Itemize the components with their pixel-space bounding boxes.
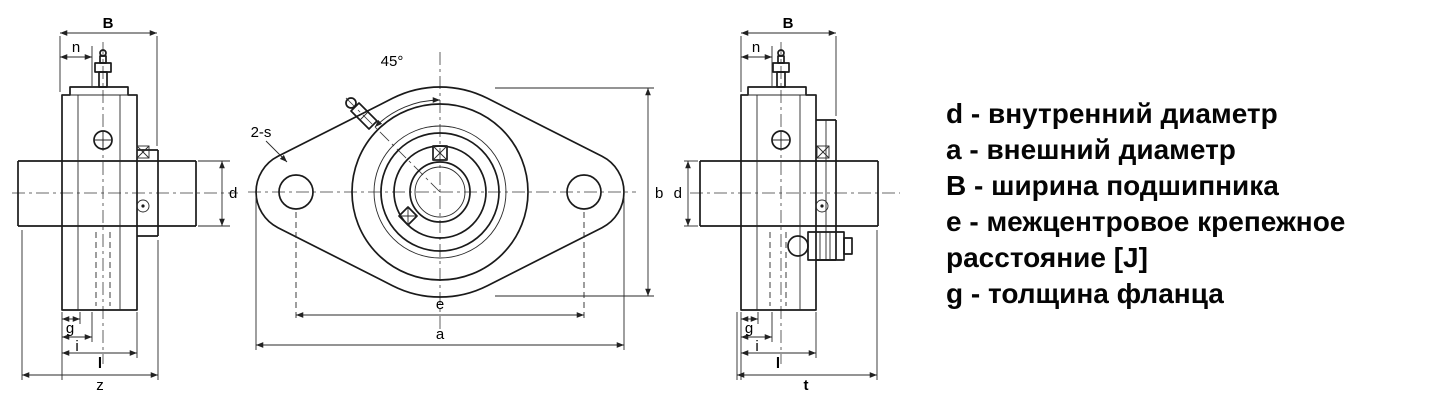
legend-line-e-cont: расстояние [J]	[946, 242, 1148, 273]
dim-label-d-right: d	[674, 185, 682, 202]
front-grease-fitting-icon	[345, 97, 378, 130]
left-grease-fitting-icon	[94, 49, 112, 88]
legend-line-g: g - толщина фланца	[946, 278, 1224, 309]
right-side-view: B n d g i l t	[674, 15, 900, 394]
left-bearing-details	[93, 130, 150, 213]
front-extension-lines	[255, 87, 654, 350]
left-housing	[61, 86, 159, 311]
right-housing	[740, 86, 837, 311]
legend-line-d: d - внутренний диаметр	[946, 98, 1278, 129]
dim-label-t-right: t	[804, 377, 809, 394]
dim-label-i-left: i	[75, 338, 78, 355]
legend: d - внутренний диаметр a - внешний диаме…	[946, 96, 1345, 312]
right-dimension-lines	[685, 30, 877, 378]
front-angle-arc	[374, 97, 441, 128]
dim-label-B-left: B	[103, 15, 114, 32]
dim-label-e: e	[436, 296, 444, 313]
dim-label-a: a	[436, 326, 445, 343]
dim-label-n-left: n	[72, 39, 80, 56]
legend-line-B: B - ширина подшипника	[946, 170, 1279, 201]
dim-label-d-left: d	[229, 185, 237, 202]
right-extension-lines	[684, 36, 878, 380]
dim-label-g-left: g	[66, 320, 74, 337]
front-set-screw-marks	[398, 145, 448, 226]
right-grease-fitting-icon	[772, 49, 790, 88]
dim-label-n-right: n	[752, 39, 760, 56]
left-extension-lines	[21, 36, 230, 380]
legend-line-e: e - межцентровое крепежное	[946, 206, 1346, 237]
legend-line-a: a - внешний диаметр	[946, 134, 1236, 165]
dim-label-z-left: z	[96, 377, 104, 394]
front-bolt-holes	[278, 174, 602, 210]
holes-label: 2-s	[251, 124, 272, 141]
dim-label-B-right: B	[783, 15, 794, 32]
front-view: 45° 2-s b e a	[248, 52, 663, 350]
dim-label-g-right: g	[745, 320, 753, 337]
dim-label-l-left: l	[98, 355, 102, 372]
dim-label-b: b	[655, 185, 663, 202]
dim-label-i-right: i	[755, 338, 758, 355]
angle-label: 45°	[381, 53, 404, 70]
left-shaft	[17, 160, 197, 227]
front-holes-leader	[265, 140, 288, 163]
left-centerlines	[12, 42, 238, 364]
left-dimension-lines	[21, 30, 225, 378]
right-centerlines	[690, 42, 900, 364]
dim-label-l-right: l	[776, 355, 780, 372]
front-flange-outline	[255, 86, 625, 298]
front-dimension-lines	[256, 88, 651, 348]
front-centerlines	[248, 52, 636, 332]
right-bearing-details	[771, 130, 830, 213]
right-locking-collar	[787, 231, 853, 261]
left-side-view: B n d g i l z	[12, 15, 238, 394]
right-shaft	[699, 160, 879, 227]
